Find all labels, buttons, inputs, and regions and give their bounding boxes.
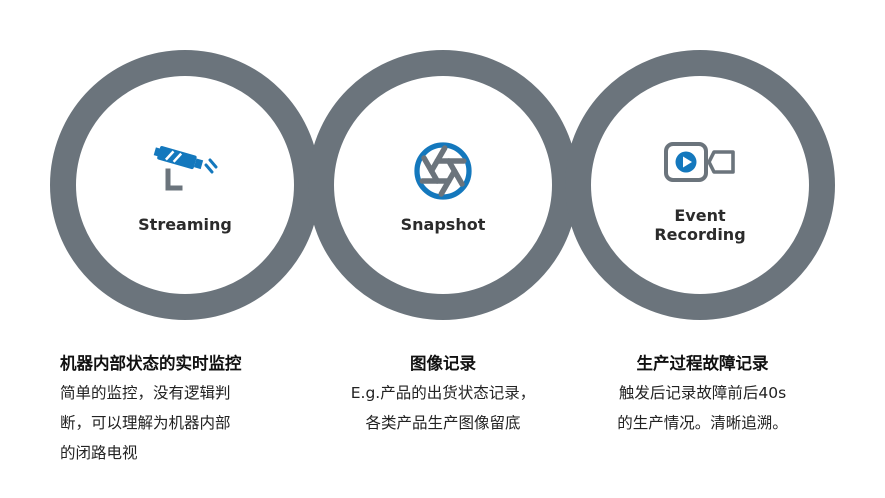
feature-label: Streaming xyxy=(138,215,232,235)
caption-line: 断，可以理解为机器内部 xyxy=(60,413,231,432)
caption-title: 机器内部状态的实时监控 xyxy=(60,354,242,373)
snapshot-icon-wrap xyxy=(413,135,473,207)
caption-line: 的闭路电视 xyxy=(60,443,138,462)
event-recording-icon-wrap xyxy=(662,126,738,198)
caption-title: 图像记录 xyxy=(410,354,476,373)
video-recording-icon xyxy=(664,141,735,182)
feature-circle-event-recording: Event Recording xyxy=(565,50,835,320)
feature-label: Event Recording xyxy=(654,205,746,244)
feature-circle-snapshot: Snapshot xyxy=(308,50,578,320)
cctv-camera-icon xyxy=(153,146,218,191)
caption-line: E.g.产品的出货状态记录， xyxy=(350,384,536,402)
caption-line: 的生产情况。清晰追溯。 xyxy=(617,413,788,432)
caption-event-recording: 生产过程故障记录 触发后记录故障前后40s 的生产情况。清晰追溯。 xyxy=(580,350,825,443)
caption-line: 简单的监控，没有逻辑判 xyxy=(60,384,231,402)
caption-snapshot: 图像记录 E.g.产品的出货状态记录， 各类产品生产图像留底 xyxy=(318,350,568,443)
caption-title: 生产过程故障记录 xyxy=(636,354,769,373)
streaming-icon-wrap xyxy=(152,135,218,207)
caption-line: 触发后记录故障前后40s xyxy=(618,384,787,402)
feature-label: Snapshot xyxy=(400,215,486,235)
feature-circle-streaming: Streaming xyxy=(50,50,320,320)
caption-streaming: 机器内部状态的实时监控 简单的监控，没有逻辑判 断，可以理解为机器内部 的闭路电… xyxy=(60,350,300,473)
caption-line: 各类产品生产图像留底 xyxy=(365,413,521,432)
aperture-icon xyxy=(414,142,472,201)
